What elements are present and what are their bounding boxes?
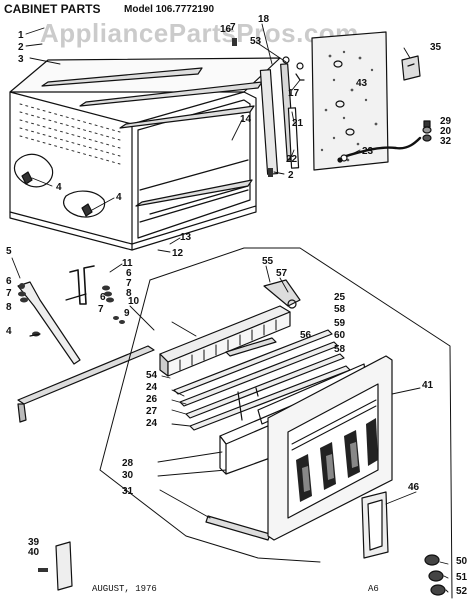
callout-14: 14 — [240, 114, 252, 125]
callout-8: 8 — [6, 302, 12, 313]
mounting-brackets — [17, 265, 125, 365]
callout-13: 13 — [180, 232, 192, 243]
control-board-panel — [311, 31, 389, 171]
callout-59: 59 — [334, 318, 346, 329]
bottom-rails — [17, 345, 271, 541]
callout-35: 35 — [430, 42, 442, 53]
assembly-boundary — [149, 247, 453, 599]
callout-55: 55 — [262, 256, 274, 267]
bottom-bracket — [38, 541, 73, 591]
cabinet-screws — [21, 171, 93, 217]
callout-number-layer: 1234416718531721222142343352920325678411… — [6, 14, 468, 597]
callout-53: 53 — [250, 36, 262, 47]
front-grille-panel — [267, 355, 393, 541]
callout-54: 54 — [146, 370, 158, 381]
callout-23: 23 — [362, 146, 374, 157]
callout-32: 32 — [440, 136, 452, 147]
callout-6: 6 — [126, 268, 132, 279]
callout-30: 30 — [122, 470, 134, 481]
callout-17: 17 — [288, 88, 300, 99]
callout-3: 3 — [18, 54, 24, 65]
callout-7: 7 — [6, 288, 12, 299]
callout-29: 29 — [440, 116, 452, 127]
callout-20: 20 — [440, 126, 452, 137]
callout-28: 28 — [122, 458, 134, 469]
callout-8: 8 — [126, 288, 132, 299]
watermark: AppliancePartsPros.com — [40, 18, 359, 48]
callout-5: 5 — [6, 246, 12, 257]
cabinet-housing — [9, 57, 281, 251]
callout-24: 24 — [146, 418, 158, 429]
callout-52: 52 — [456, 586, 468, 597]
callout-56: 56 — [300, 330, 312, 341]
callout-4: 4 — [6, 326, 12, 337]
callout-2: 2 — [18, 42, 24, 53]
callout-31: 31 — [122, 486, 134, 497]
callout-leaders — [11, 23, 449, 593]
callout-6: 6 — [6, 276, 12, 287]
callout-26: 26 — [146, 394, 158, 405]
callout-41: 41 — [422, 380, 434, 391]
callout-4: 4 — [116, 192, 122, 203]
callout-39: 39 — [28, 537, 40, 548]
callout-7: 7 — [126, 278, 132, 289]
footer-date: AUGUST, 1976 — [92, 584, 157, 594]
callout-24: 24 — [146, 382, 158, 393]
callout-25: 25 — [334, 292, 346, 303]
callout-11: 11 — [122, 258, 133, 269]
callout-12: 12 — [172, 248, 184, 259]
cord-clip — [401, 55, 421, 81]
callout-7: 7 — [230, 22, 236, 33]
callout-21: 21 — [292, 118, 304, 129]
callout-1: 1 — [18, 30, 24, 41]
callout-10: 10 — [128, 296, 140, 307]
callout-22: 22 — [286, 154, 298, 165]
callout-16: 16 — [220, 24, 232, 35]
ground-wire — [337, 136, 422, 163]
callout-27: 27 — [146, 406, 158, 417]
callout-7: 7 — [98, 304, 104, 315]
callout-40: 40 — [28, 547, 40, 558]
callout-43: 43 — [356, 78, 368, 89]
footer-code: A6 — [368, 584, 379, 594]
callout-60: 60 — [334, 330, 346, 341]
model-number: Model 106.7772190 — [124, 4, 215, 15]
callout-50: 50 — [456, 556, 468, 567]
louver-assembly — [159, 305, 291, 377]
callout-57: 57 — [276, 268, 288, 279]
callout-4: 4 — [56, 182, 62, 193]
louver-linkage-rods — [173, 329, 351, 431]
callout-2: 2 — [288, 170, 294, 181]
control-knobs — [424, 554, 446, 596]
side-curtain-parts — [259, 56, 305, 175]
top-seal-strips — [41, 67, 263, 207]
callout-58: 58 — [334, 304, 346, 315]
callout-9: 9 — [124, 308, 130, 319]
control-knob-shaft — [263, 279, 301, 309]
callout-6: 6 — [100, 292, 106, 303]
callout-58: 58 — [334, 344, 346, 355]
callout-18: 18 — [258, 14, 270, 25]
callout-46: 46 — [408, 482, 420, 493]
screw-set-right — [422, 120, 432, 142]
section-title: CABINET PARTS — [4, 2, 101, 16]
access-door — [361, 491, 389, 559]
callout-51: 51 — [456, 572, 468, 583]
